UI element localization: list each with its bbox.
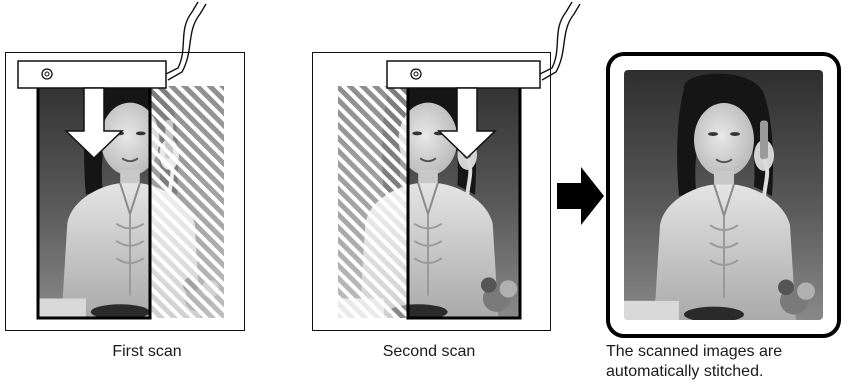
second-scan-panel xyxy=(312,1,581,331)
second-scan-caption: Second scan xyxy=(382,343,476,360)
unscanned-hatched-region xyxy=(338,86,408,318)
stitched-image xyxy=(624,70,823,320)
scanner-head-icon xyxy=(17,1,207,89)
stitched-result-panel xyxy=(606,52,841,338)
result-arrow-icon xyxy=(557,167,604,225)
unscanned-hatched-region xyxy=(150,86,224,318)
stitched-caption: The scanned images are automatically sti… xyxy=(606,342,849,382)
scanner-head-icon xyxy=(386,1,581,89)
first-scan-caption: First scan xyxy=(112,343,182,360)
scan-direction-arrow-icon xyxy=(64,87,124,160)
stitched-caption-line-1: The scanned images are xyxy=(606,343,783,360)
stitched-caption-line-2: automatically stitched. xyxy=(606,363,764,380)
scan-direction-arrow-icon xyxy=(437,87,497,160)
first-scan-panel xyxy=(5,1,245,331)
